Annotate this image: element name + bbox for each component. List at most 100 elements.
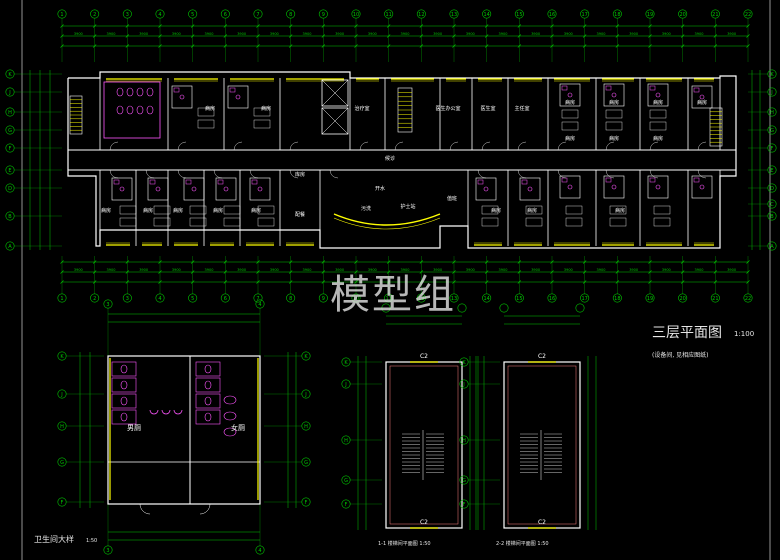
grid-bubble-right-G-label: G (770, 128, 774, 134)
room-label-19: 值班 (447, 195, 457, 202)
room-label-23: 治疗室 (354, 105, 369, 112)
room-label-26: 库房 (295, 171, 305, 178)
toilet-door-swing (199, 503, 211, 515)
stair2-grid-bubble-G-label: G (462, 478, 466, 484)
toilet-fixture (257, 186, 263, 192)
door-swing-south (177, 169, 187, 179)
grid-bubble-top-6-label: 6 (224, 12, 227, 18)
dimension-text: 3900 (662, 32, 671, 36)
room-label-25: 开水 (375, 185, 385, 192)
elevator-1 (321, 79, 349, 107)
stair2-grid-bubble-J-label: J (462, 382, 464, 388)
dimension-tick (223, 44, 228, 48)
room-label-4: 病房 (653, 99, 663, 106)
toilet-fixture (567, 92, 573, 98)
grid-bubble-bottom-8-label: 8 (289, 296, 292, 302)
dimension-tick (582, 34, 587, 38)
dimension-tick (517, 24, 522, 28)
dimension-tick (648, 24, 652, 28)
bed-icon (119, 217, 137, 227)
dimension-text: 3900 (531, 268, 540, 272)
dimension-tick (256, 44, 260, 48)
dimension-text: 3900 (466, 32, 475, 36)
plan-scale: 1:100 (734, 330, 755, 338)
grid-bubble-bottom-10-label: 10 (353, 296, 359, 302)
toilet-bowl (204, 412, 212, 422)
room-label-22: 主任室 (514, 105, 529, 112)
toilet-fixture (655, 184, 661, 190)
dimension-text: 3900 (139, 268, 148, 272)
toilet-stall (111, 377, 137, 393)
toilet-fixture (483, 186, 489, 192)
dimension-tick (92, 280, 97, 284)
grid-bubble-left-E-label: E (8, 168, 11, 174)
dimension-tick (223, 34, 228, 38)
grid-bubble-top-7-label: 7 (256, 12, 259, 18)
room-label-20: 医生办公室 (435, 105, 460, 112)
dimension-tick (190, 34, 195, 38)
dimension-tick (223, 24, 228, 28)
dimension-tick (60, 34, 64, 38)
ward-bathroom (215, 177, 237, 201)
door-swing-south (517, 169, 527, 179)
bed-icon (653, 217, 671, 227)
toilet-grid-bubble-left-J-label: J (60, 392, 62, 398)
dimension-tick (550, 270, 554, 274)
plan-title: 三层平面图 (652, 325, 722, 341)
dimension-tick (550, 280, 554, 284)
dimension-tick (321, 260, 326, 264)
dimension-text: 3900 (303, 32, 312, 36)
door-swing-north (697, 141, 707, 151)
dimension-tick (746, 34, 750, 38)
grid-bubble-top-5-label: 5 (191, 12, 194, 18)
bed-icon (153, 205, 171, 215)
dimension-tick (386, 44, 391, 48)
dimension-tick (158, 44, 162, 48)
dimension-tick (92, 260, 97, 264)
dimension-tick (354, 24, 358, 28)
grid-bubble-bottom-3-label: 3 (126, 296, 129, 302)
ward-bathroom (559, 175, 581, 199)
bed-icon (253, 119, 271, 129)
dimension-tick (582, 280, 587, 284)
door-swing-south (213, 169, 223, 179)
toilet-outer-wall (107, 355, 261, 505)
bed-icon (561, 109, 579, 119)
toilet-grid-bubble-left-H-label: H (60, 424, 64, 430)
dimension-tick (452, 34, 456, 38)
dimension-tick (419, 34, 424, 38)
room-label-16: 病房 (615, 207, 625, 214)
grid-bubble-top-12-label: 12 (418, 12, 424, 18)
dimension-tick (419, 44, 424, 48)
dimension-tick (680, 270, 685, 274)
door-swing-north (557, 141, 567, 151)
dimension-text: 3900 (564, 32, 573, 36)
sink-fixture (149, 179, 156, 185)
toilet-grid-bubble-right-G-label: G (304, 460, 308, 466)
dimension-tick (223, 270, 228, 274)
dimension-tick (484, 44, 489, 48)
room-label-21: 医生室 (480, 105, 495, 112)
dimension-tick (713, 44, 718, 48)
door-swing-north (481, 141, 491, 151)
room-label-6: 病房 (565, 135, 575, 142)
grid-bubble-bottom-21-label: 21 (712, 296, 718, 302)
dimension-tick (92, 24, 97, 28)
grid-bubble-left-K-label: K (8, 72, 12, 78)
dimension-tick (386, 24, 391, 28)
room-label-0: 病房 (205, 105, 215, 112)
sink-fixture (605, 85, 612, 91)
nurse-station-desk (333, 213, 441, 226)
toilet-fixture (191, 186, 197, 192)
stair2-label-top: C2 (538, 353, 546, 360)
dimension-tick (517, 280, 522, 284)
grid-bubble-bottom-14-label: 14 (483, 296, 489, 302)
dimension-tick (484, 24, 489, 28)
dimension-tick (386, 270, 391, 274)
dimension-text: 3900 (107, 268, 116, 272)
dimension-tick (354, 34, 358, 38)
toilet-fixture (119, 186, 125, 192)
toilet-stall (111, 393, 137, 409)
bed-icon (605, 109, 623, 119)
